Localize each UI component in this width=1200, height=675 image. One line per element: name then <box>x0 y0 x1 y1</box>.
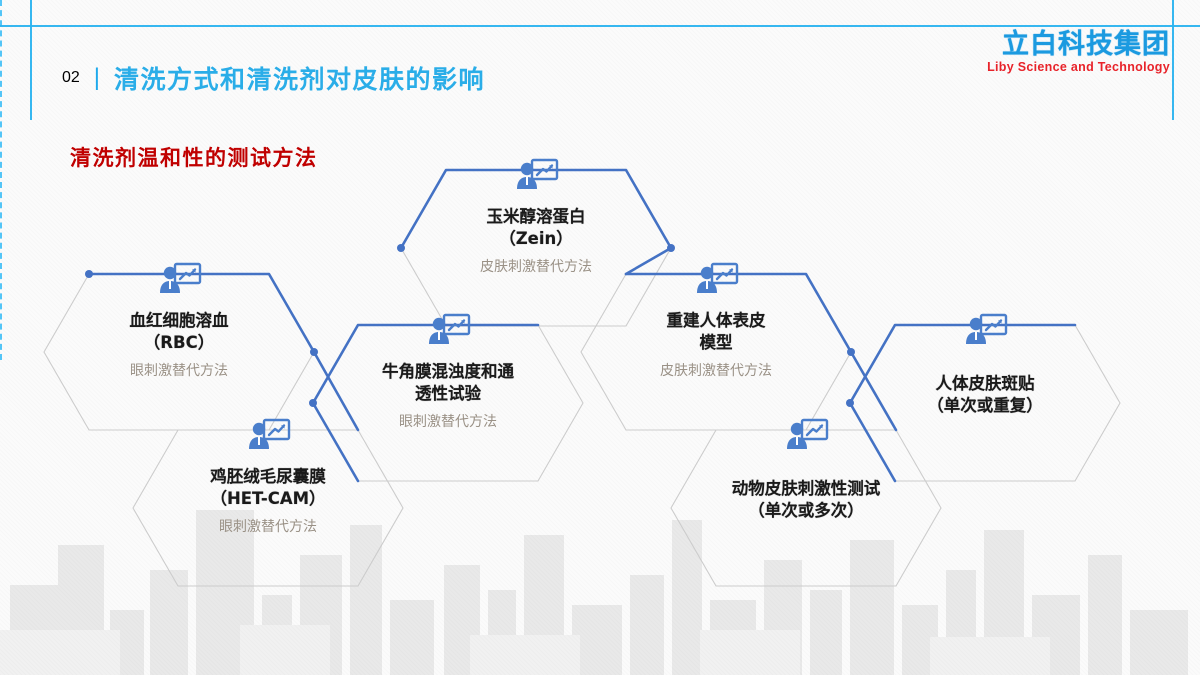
logo-english-name: Liby Science and Technology <box>987 60 1170 75</box>
hexagon-accent-path <box>87 168 1077 483</box>
frame-rule-right <box>1172 0 1174 120</box>
brand-logo: 立白科技集团 Liby Science and Technology <box>987 30 1170 74</box>
logo-chinese-name: 立白科技集团 <box>1002 29 1170 60</box>
frame-rule-top <box>0 25 1200 27</box>
page-title: 清洗方式和清洗剂对皮肤的影响 <box>114 65 486 94</box>
slide-subtitle: 清洗剂温和性的测试方法 <box>70 146 318 170</box>
presenter-chart-icon <box>160 262 202 293</box>
frame-rule-left <box>30 0 32 120</box>
presenter-chart-icon <box>429 313 471 344</box>
slide-header: 02 | 清洗方式和清洗剂对皮肤的影响 <box>62 60 485 96</box>
presenter-chart-icon <box>966 313 1008 344</box>
presenter-chart-icon <box>697 262 739 293</box>
frame-rule-left-dashed <box>0 0 2 360</box>
presenter-chart-icon <box>249 418 291 449</box>
section-number: 02 <box>62 69 80 86</box>
presenter-chart-icon <box>517 158 559 189</box>
hexagon-junction-dots <box>85 244 855 407</box>
hexagon-outlines <box>43 169 1121 587</box>
city-skyline-decoration <box>0 510 1188 675</box>
presenter-chart-icon <box>787 418 829 449</box>
header-divider: | <box>93 64 101 91</box>
